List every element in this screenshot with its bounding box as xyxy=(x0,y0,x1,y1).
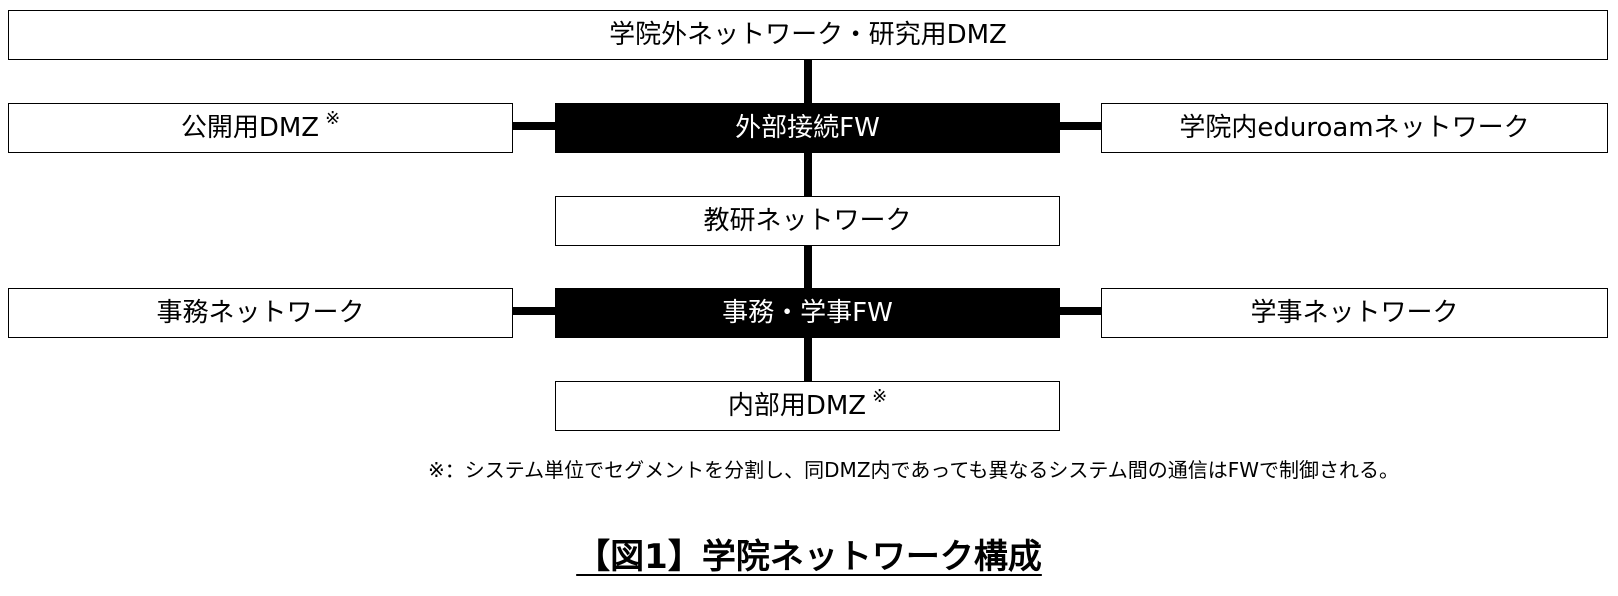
admin-academic-fw-label: 事務・学事FW xyxy=(722,298,893,328)
internal-dmz-node: 内部用DMZ※ xyxy=(555,381,1060,431)
public-dmz-note-mark: ※ xyxy=(325,108,341,129)
connector-external-fw-to-research xyxy=(804,152,812,196)
connector-external-fw-to-public-dmz xyxy=(512,122,555,130)
connector-admin-fw-to-admin-network xyxy=(512,307,555,315)
figure-caption: 【図1】学院ネットワーク構成 xyxy=(576,537,1042,577)
external-fw-node: 外部接続FW xyxy=(555,103,1060,153)
connector-external-fw-to-eduroam xyxy=(1059,122,1102,130)
eduroam-network-node: 学院内eduroamネットワーク xyxy=(1101,103,1608,153)
research-network-label: 教研ネットワーク xyxy=(703,206,912,236)
academic-network-node: 学事ネットワーク xyxy=(1101,288,1608,338)
connector-research-to-admin-fw xyxy=(804,246,812,290)
internal-dmz-note-mark: ※ xyxy=(872,386,888,407)
connector-admin-fw-to-academic-network xyxy=(1059,307,1102,315)
connector-admin-fw-to-internal-dmz xyxy=(804,338,812,382)
admin-academic-fw-node: 事務・学事FW xyxy=(555,288,1060,338)
footnote: ※：システム単位でセグメントを分割し、同DMZ内であっても異なるシステム間の通信… xyxy=(428,458,1399,482)
top-network-node: 学院外ネットワーク・研究用DMZ xyxy=(8,10,1608,60)
admin-network-node: 事務ネットワーク xyxy=(8,288,513,338)
public-dmz-node: 公開用DMZ※ xyxy=(8,103,513,153)
internal-dmz-label: 内部用DMZ xyxy=(727,391,867,421)
academic-network-label: 学事ネットワーク xyxy=(1250,298,1459,328)
figure-caption-container: 【図1】学院ネットワーク構成 xyxy=(0,540,1618,574)
admin-network-label: 事務ネットワーク xyxy=(156,298,365,328)
external-fw-label: 外部接続FW xyxy=(735,113,880,143)
eduroam-network-label: 学院内eduroamネットワーク xyxy=(1179,113,1530,143)
top-network-label: 学院外ネットワーク・研究用DMZ xyxy=(609,20,1007,50)
public-dmz-label: 公開用DMZ xyxy=(180,113,320,143)
research-network-node: 教研ネットワーク xyxy=(555,196,1060,246)
connector-top-to-external-fw xyxy=(804,60,812,104)
